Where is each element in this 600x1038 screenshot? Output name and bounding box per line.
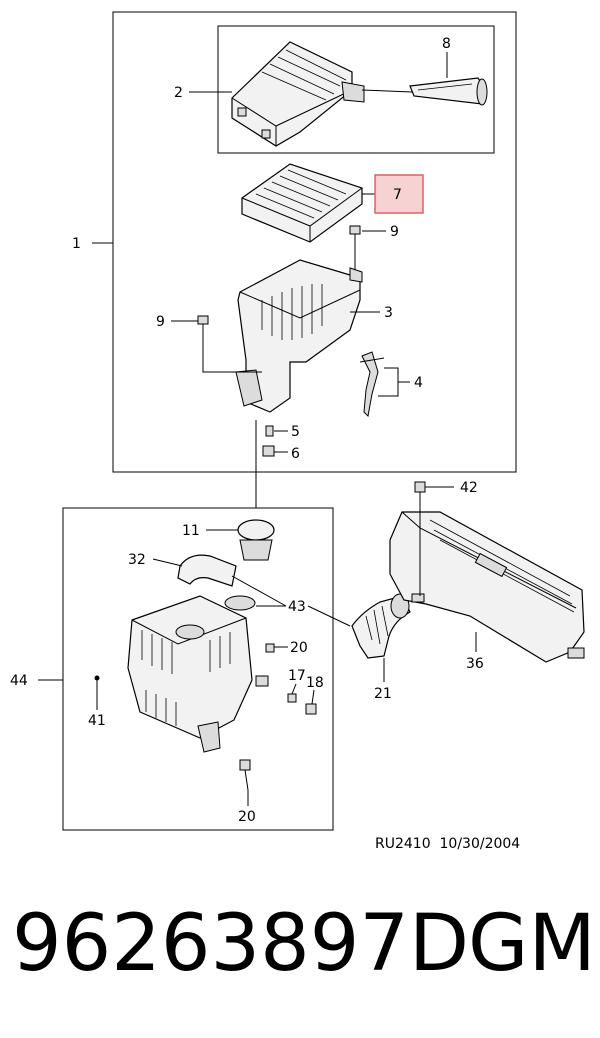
callout-7: 7 — [393, 187, 402, 203]
callout-4: 4 — [414, 375, 423, 391]
nut-18 — [305, 703, 317, 715]
assembly-frame-1 — [112, 11, 517, 473]
callout-9-left: 9 — [156, 314, 165, 330]
callout-20-lower: 20 — [238, 809, 256, 825]
callout-43: 43 — [288, 599, 306, 615]
callout-7-highlight — [374, 174, 424, 214]
callout-3: 3 — [384, 305, 393, 321]
callout-1: 1 — [72, 236, 81, 252]
callout-44: 44 — [10, 673, 28, 689]
callout-9-upper: 9 — [390, 224, 399, 240]
intake-duct — [409, 77, 488, 106]
air-filter-element — [241, 163, 363, 243]
air-intake-snorkel-36 — [389, 511, 585, 663]
exploded-parts-diagram: 1 2 8 7 9 9 3 4 5 6 — [10, 11, 585, 831]
clamp-43a — [224, 595, 256, 611]
callout-5: 5 — [291, 424, 300, 440]
grommet-5 — [265, 425, 274, 437]
pin-41 — [94, 675, 100, 681]
leader-lines-right — [307, 486, 477, 682]
part-number: 96263897D — [12, 899, 470, 989]
ring-11 — [237, 519, 275, 561]
callout-6: 6 — [291, 446, 300, 462]
callout-8: 8 — [442, 36, 451, 52]
callout-17: 17 — [288, 668, 306, 684]
cover-subframe — [217, 25, 495, 154]
bolt-9-upper — [349, 225, 361, 270]
resonator-body — [127, 595, 269, 753]
elbow-32 — [177, 554, 237, 587]
callout-20-upper: 20 — [290, 640, 308, 656]
callout-18: 18 — [306, 675, 324, 691]
callout-36: 36 — [466, 656, 484, 672]
callout-41: 41 — [88, 713, 106, 729]
leader-lines-lower-left — [38, 529, 315, 806]
bolt-20-lower — [239, 759, 251, 791]
callout-21: 21 — [374, 686, 392, 702]
air-cleaner-housing — [235, 259, 363, 413]
callout-32: 32 — [128, 552, 146, 568]
insulator-6 — [262, 445, 275, 457]
brand-name: GM — [468, 899, 596, 989]
callout-42: 42 — [460, 480, 478, 496]
spacer-17 — [287, 693, 297, 703]
drawing-code-date: RU2410 10/30/2004 — [375, 836, 521, 852]
bolt-9-left — [197, 315, 209, 346]
bolt-20-upper — [265, 643, 275, 653]
bracket — [359, 351, 385, 418]
leader-lines-upper — [92, 52, 448, 508]
intake-hose-21 — [351, 593, 411, 659]
air-cleaner-cover — [231, 41, 365, 147]
callout-2: 2 — [174, 85, 183, 101]
resonator-frame-44 — [62, 507, 334, 831]
callout-11: 11 — [182, 523, 200, 539]
